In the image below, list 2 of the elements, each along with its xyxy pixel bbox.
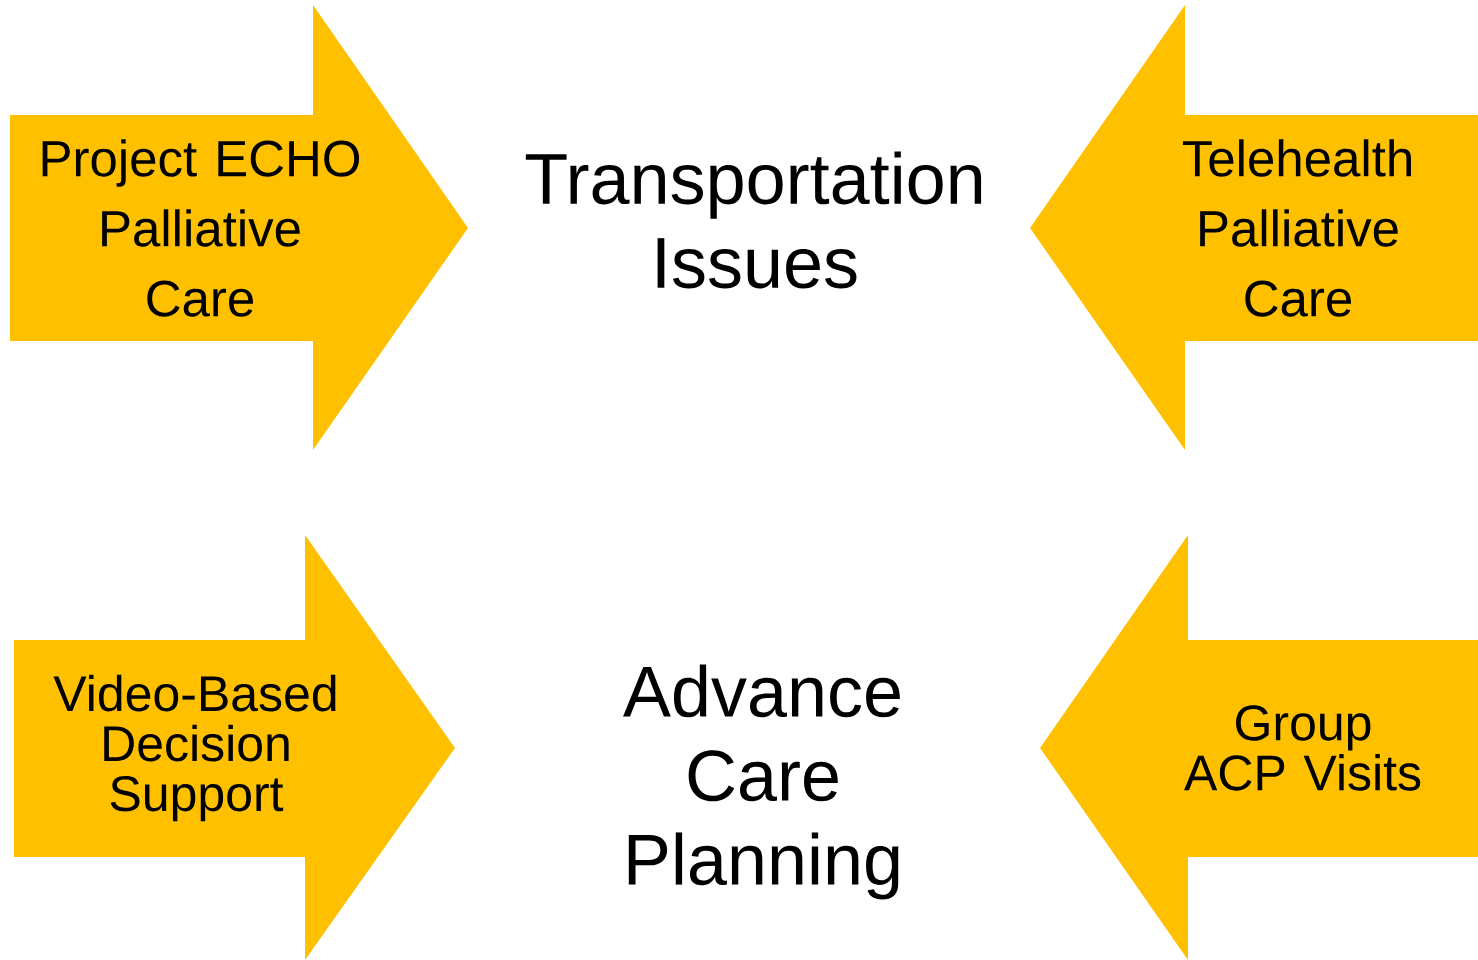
title-text: Transportation Issues [525, 151, 982, 289]
title-text: Advance Care Planning [623, 664, 900, 900]
